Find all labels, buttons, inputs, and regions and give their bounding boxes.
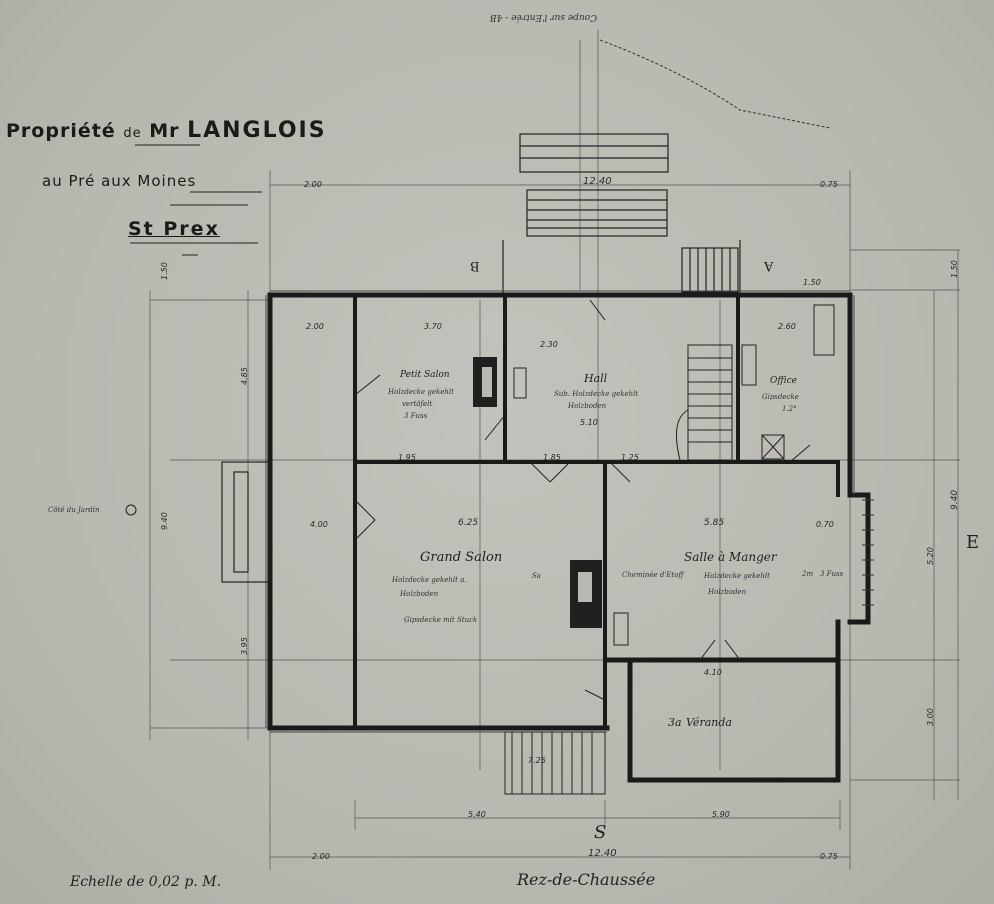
title-owner-name: LANGLOIS (187, 118, 327, 143)
east-bay-hatch (862, 499, 874, 606)
drawing-title: Propriété de Mr LANGLOIS (6, 118, 327, 143)
office-note-2: 1.2° (782, 405, 797, 413)
grand-salon-note-4: Gipsdecke mit Stuck (404, 616, 478, 624)
dim-top-left: 2.00 (304, 180, 322, 189)
terrain-line (599, 39, 831, 129)
petit-salon-note-3: 3 Fuss (404, 412, 428, 420)
dim-west-top: 1.50 (160, 262, 169, 280)
room-salle-a-manger: Salle à Manger (684, 550, 777, 564)
radiator-hall (513, 367, 527, 399)
dim-bottom-left-end: 2.00 (312, 852, 330, 861)
room-veranda: Véranda (686, 716, 732, 729)
section-marker-a: A (764, 258, 774, 273)
office-note-1: Gipsdecke (762, 393, 799, 401)
veranda-prefix: 3a (668, 716, 682, 729)
exterior-walls (267, 292, 871, 783)
dim-bottom-total: 12.40 (588, 848, 617, 859)
dim-top-total: 12.40 (583, 176, 612, 187)
dim-east-total: 9.40 (950, 489, 960, 510)
bottom-stairs (504, 731, 606, 795)
dim-east-veranda: 3.00 (926, 708, 935, 726)
dim-salle: 5.85 (704, 518, 725, 528)
dimension-lines (149, 30, 960, 870)
dim-office-top: 1.50 (803, 278, 821, 287)
dim-door-3: 1.25 (621, 453, 639, 462)
salle-note-2: 2m (802, 570, 814, 578)
salle-note-1: Holzdecke gekehlt (704, 572, 770, 580)
dim-petit-width: 2.00 (306, 322, 324, 331)
dim-grand-salon: 6.25 (458, 518, 479, 528)
dim-east-top: 1.50 (950, 260, 959, 278)
drawing-scale: Echelle de 0,02 p. M. (70, 874, 222, 890)
dim-west-total: 9.40 (160, 512, 169, 530)
hall-dim: 5.10 (580, 418, 598, 427)
dim-bottom-right: 5.90 (712, 810, 730, 819)
room-grand-salon: Grand Salon (420, 550, 503, 565)
interior-walls (353, 293, 840, 730)
room-petit-salon: Petit Salon (400, 370, 450, 380)
compass-south: S (594, 822, 607, 843)
salle-note-5: Cheminée d'Etoff (622, 571, 684, 579)
petit-salon-note-1: Holzdecke gekehlt (388, 388, 454, 396)
section-marker-b: B (470, 258, 480, 273)
petit-salon-note-2: vertäfelt (402, 400, 433, 408)
door-swings (354, 299, 811, 701)
title-underlines (130, 144, 262, 256)
dim-top-right: 0.75 (820, 180, 838, 189)
radiator-salle (613, 612, 629, 646)
dim-bottom-left: 5.40 (468, 810, 486, 819)
interior-staircase (675, 344, 733, 461)
dim-west-bay: 4.00 (310, 520, 328, 529)
side-garden-note: Côté du Jardin (48, 506, 100, 514)
dim-stairs: 7.25 (528, 756, 546, 765)
dim-east-bay: 5.20 (926, 547, 935, 565)
dim-hall-width: 2.30 (540, 340, 558, 349)
hall-note-1: Sub. Holzdecke gekehlt (554, 390, 639, 398)
drawing-subtitle: au Pré aux Moines (42, 172, 197, 190)
top-stairs-note: Coupe sur l'Entrée - 4B (490, 12, 598, 22)
room-hall: Hall (584, 372, 608, 385)
dim-door-1: 1.95 (398, 453, 416, 462)
dim-door-2: 1.85 (543, 453, 561, 462)
drawing-place: St Prex (128, 218, 220, 240)
west-bay (221, 461, 271, 583)
dim-veranda-door: 4.10 (704, 668, 722, 677)
title-de: de (123, 126, 142, 141)
compass-east: E (966, 532, 980, 553)
office-fixtures (741, 304, 835, 460)
salle-note-3: 3 Fuss (820, 570, 844, 578)
fireplaces (473, 357, 602, 628)
hall-note-2: Holzboden (568, 402, 607, 410)
grand-salon-note-2: Sa (532, 572, 541, 580)
dim-west-lower: 3.95 (240, 637, 249, 655)
drawing-level-name: Rez-de-Chaussée (517, 870, 656, 889)
dim-bay-depth: 0.70 (816, 520, 834, 529)
title-prefix: Propriété (6, 120, 116, 142)
dim-bottom-right-end: 0.75 (820, 852, 838, 861)
dim-office-width: 2.60 (778, 322, 796, 331)
grand-salon-note-3: Holzboden (400, 590, 439, 598)
dim-petit-salon-width: 3.70 (424, 322, 442, 331)
dim-west-upper: 4.85 (240, 367, 249, 385)
room-office: Office (770, 376, 797, 386)
grand-salon-note-1: Holzdecke gekehlt a. (392, 576, 467, 584)
title-mr: Mr (149, 120, 180, 142)
salle-note-4: Holzboden (708, 588, 747, 596)
garden-marker-icon (125, 504, 137, 516)
entrance-stairs (502, 133, 741, 295)
